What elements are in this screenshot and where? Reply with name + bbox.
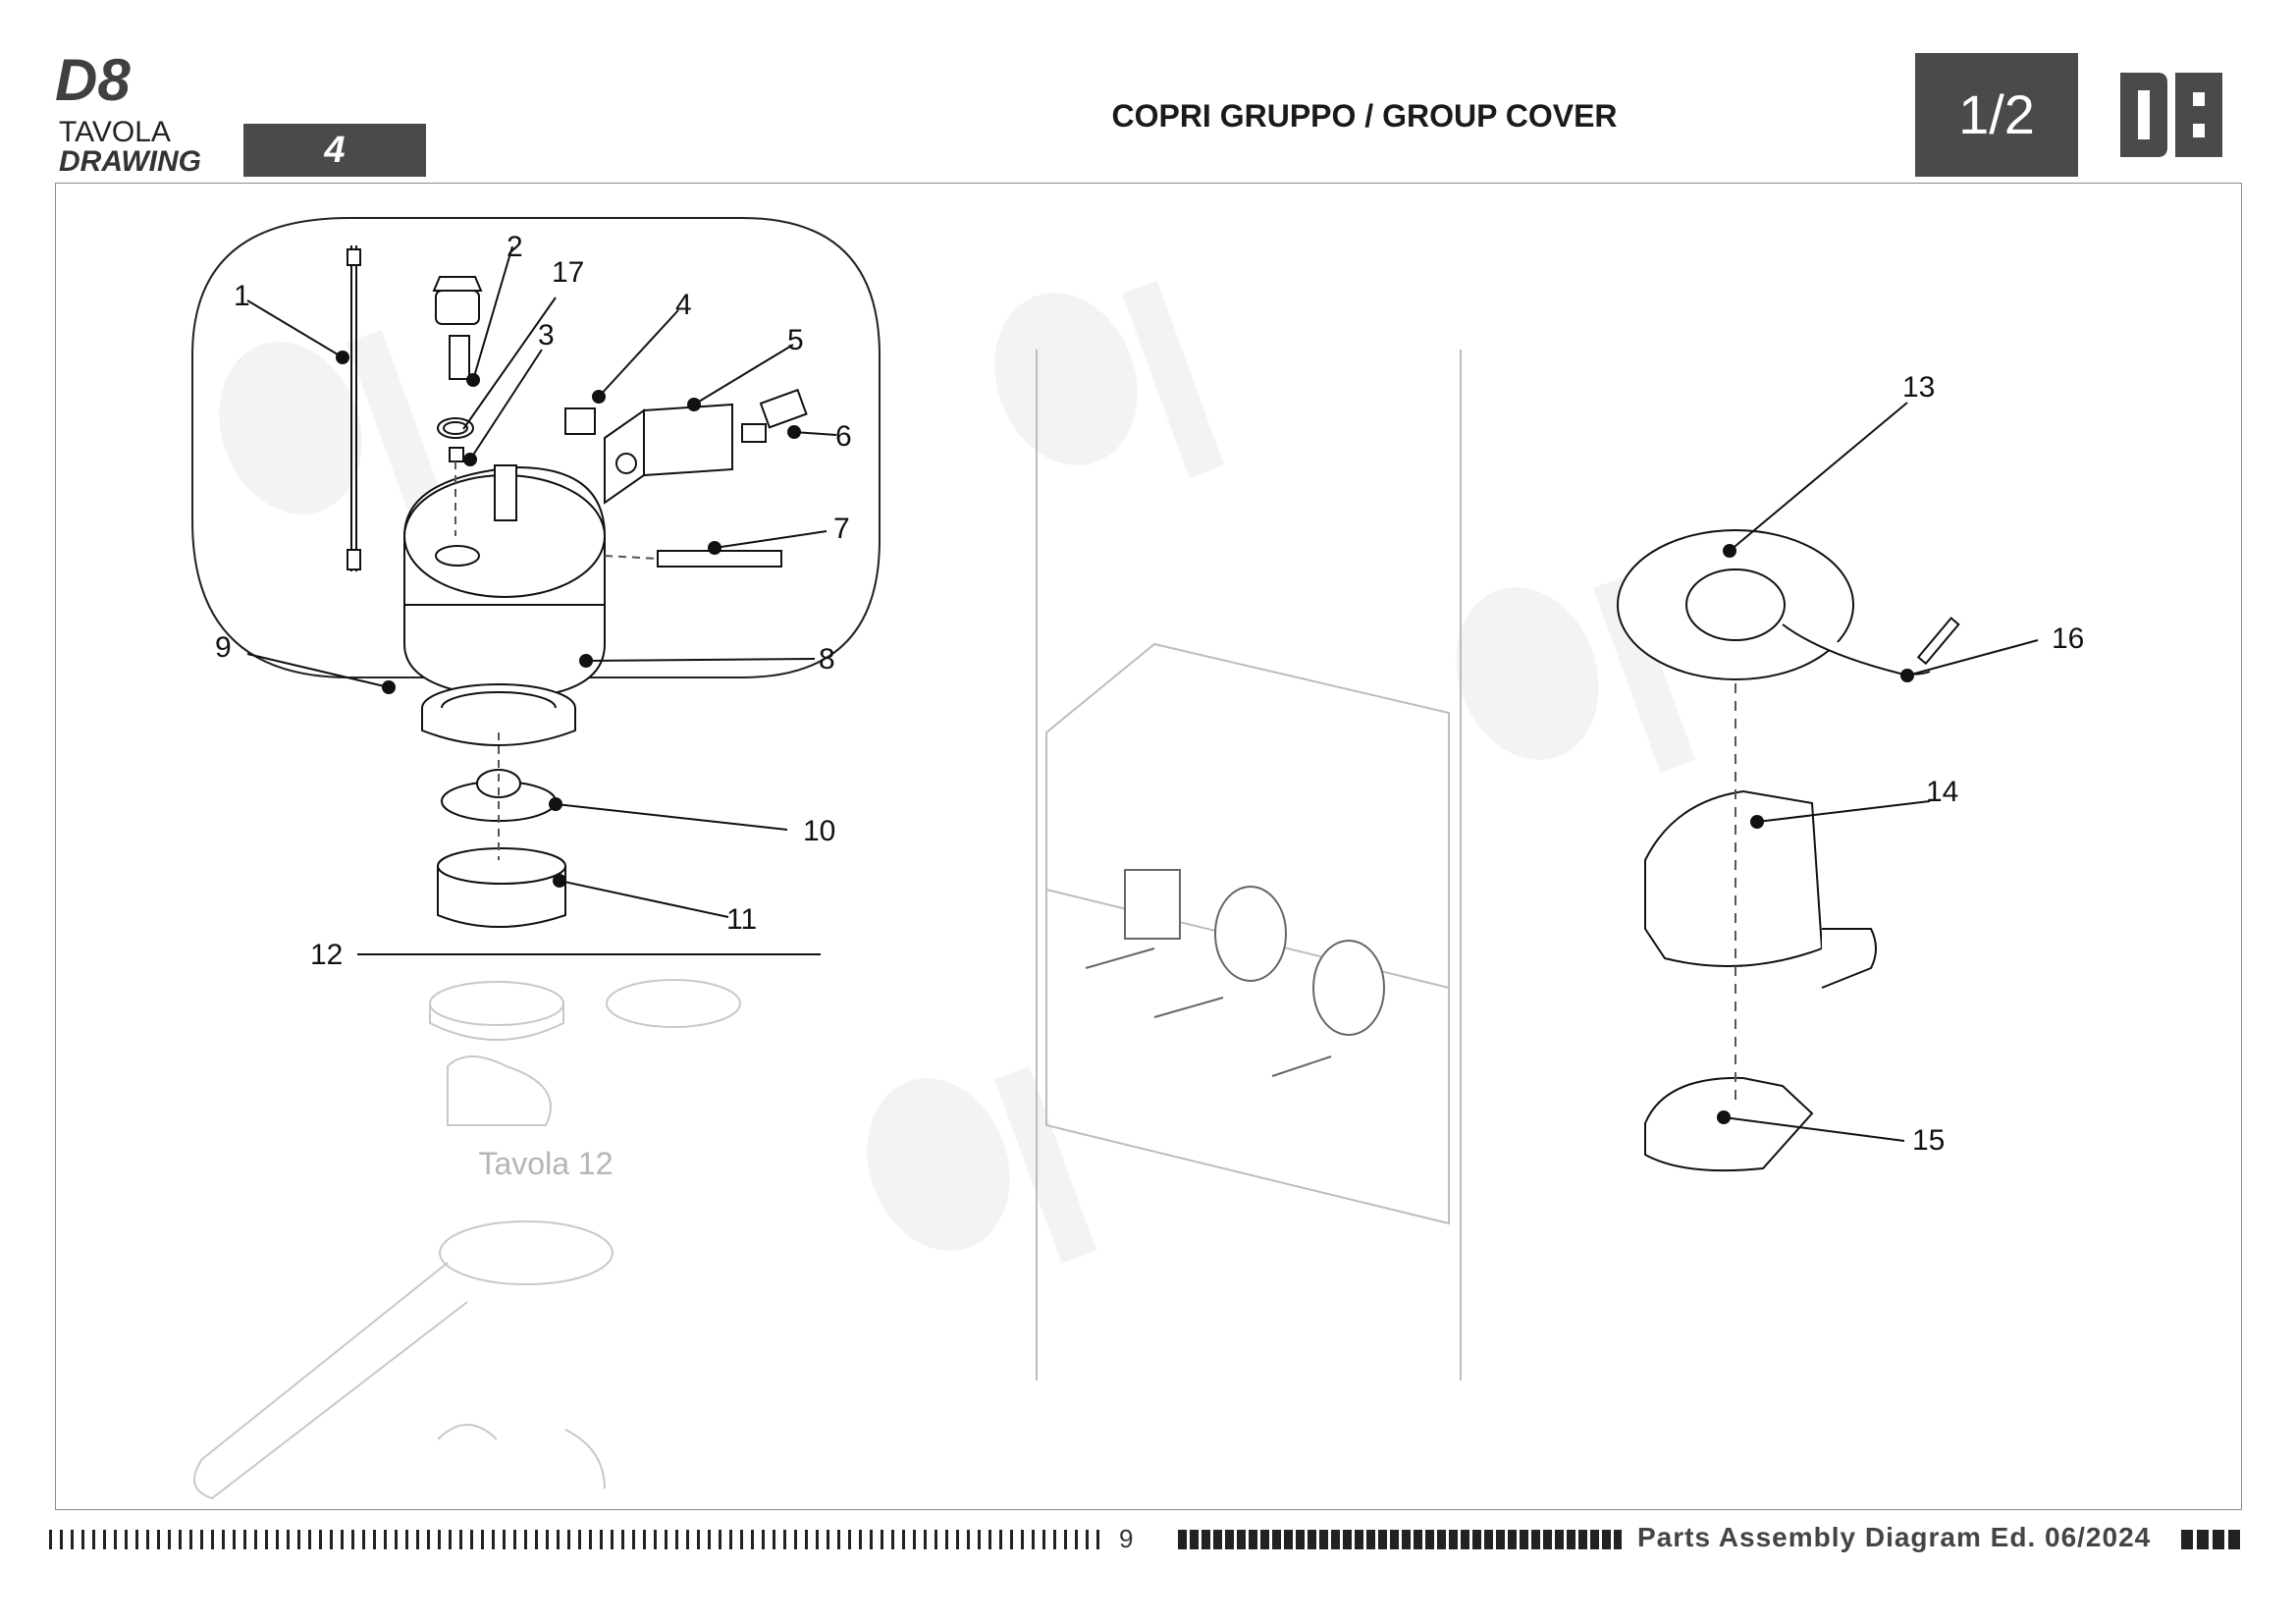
part-2-cap: [432, 276, 483, 462]
leaders: [246, 245, 2039, 1142]
part-1-probe: [347, 245, 361, 571]
callout-15: 15: [1912, 1124, 1945, 1157]
part-7-plate: [657, 550, 782, 568]
callout-9: 9: [215, 631, 232, 664]
callout-4: 4: [675, 289, 692, 321]
model-name: D8: [55, 47, 131, 113]
part-11-shower: [437, 847, 566, 928]
callout-8: 8: [819, 643, 835, 676]
callout-1: 1: [234, 280, 250, 312]
page-indicator: 1/2: [1915, 53, 2078, 177]
callout-12: 12: [310, 939, 343, 971]
footer-bars-right: [2181, 1530, 2242, 1549]
callout-11: 11: [726, 903, 757, 936]
callout-6: 6: [835, 420, 852, 453]
drawing-frame: [55, 183, 2242, 1510]
d8-logo: [2120, 73, 2222, 157]
callout-14: 14: [1926, 776, 1958, 808]
callout-7: 7: [833, 513, 850, 545]
solenoid-valve: [564, 388, 808, 505]
footer-bars-mid: [1178, 1530, 1622, 1549]
machine-assembled-view: [1036, 350, 1462, 1380]
part-9-gasket: [421, 683, 576, 746]
tavola-label: TAVOLA: [59, 116, 171, 148]
callout-3: 3: [538, 319, 555, 352]
callout-5: 5: [787, 324, 804, 356]
exploded-diagram: Tavola 12: [191, 217, 2084, 1500]
ghost-portafilter: [193, 979, 741, 1500]
group-body: [403, 464, 606, 700]
footer-edition: Parts Assembly Diagram Ed. 06/2024: [1637, 1522, 2152, 1552]
footer-page-number: 9: [1119, 1524, 1134, 1553]
callout-2: 2: [507, 231, 523, 263]
drawing-number: 4: [243, 124, 426, 177]
drawing-label: DRAWING: [59, 145, 201, 178]
callout-17: 17: [552, 256, 584, 289]
part-14-cover-shell: [1644, 789, 1877, 989]
part-13-cover-plate: [1617, 529, 1960, 680]
callout-10: 10: [803, 815, 835, 847]
page-title: COPRI GRUPPO / GROUP COVER: [1111, 98, 1618, 134]
watermark: [219, 280, 1696, 1264]
part-15-tray: [1644, 1076, 1814, 1172]
callout-13: 13: [1902, 371, 1935, 404]
ghost-tavola-12: Tavola 12: [479, 1146, 614, 1181]
leader-dots: [336, 351, 1914, 1124]
callout-16: 16: [2052, 623, 2084, 655]
footer-bars-left: [49, 1530, 1101, 1549]
